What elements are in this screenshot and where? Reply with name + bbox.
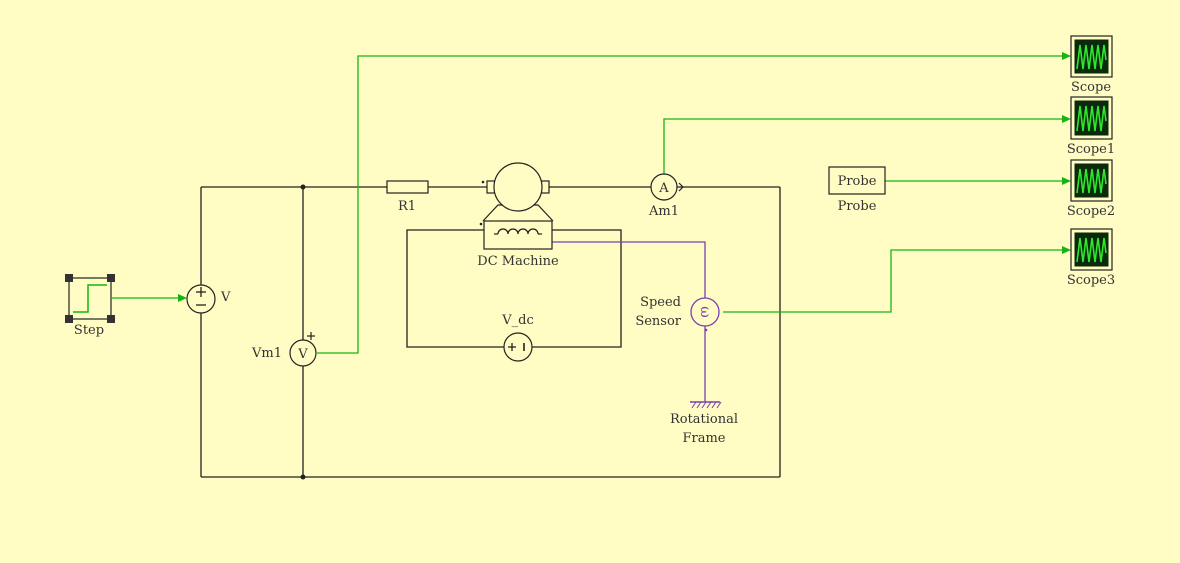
scope-wave-icon xyxy=(1076,237,1107,263)
scope2-block[interactable] xyxy=(1070,159,1113,202)
selection-handle[interactable] xyxy=(107,315,115,323)
polarity-dot xyxy=(481,180,485,184)
polarity-dot xyxy=(704,328,708,332)
selection-handle[interactable] xyxy=(65,315,73,323)
arrowhead xyxy=(1062,246,1071,254)
scope-wave-icon xyxy=(1076,44,1107,70)
controlled-voltage-source-label: V xyxy=(220,290,231,305)
speed-sensor-label-line2: Sensor xyxy=(635,314,681,329)
controlled-voltage-source[interactable] xyxy=(186,284,216,314)
ground-hatch xyxy=(706,401,712,409)
arrowhead xyxy=(178,294,187,302)
selection-handle[interactable] xyxy=(107,274,115,282)
ammeter-symbol: A xyxy=(658,181,669,196)
ground-hatch xyxy=(711,401,717,409)
signal-wires xyxy=(112,52,1071,354)
rotational-frame-label-line1: Rotational xyxy=(670,412,738,427)
scope-wave-icon xyxy=(1076,168,1107,194)
ammeter-label: Am1 xyxy=(648,204,679,219)
voltmeter[interactable]: V xyxy=(289,332,317,367)
dc-voltage-source-label: V_dc xyxy=(501,313,534,328)
junction-dot xyxy=(300,474,306,480)
resistor-label: R1 xyxy=(398,199,416,214)
scope3-label: Scope3 xyxy=(1067,273,1115,288)
ammeter[interactable]: A xyxy=(650,173,684,201)
rotational-wires xyxy=(552,241,706,402)
scope1-block[interactable] xyxy=(1070,96,1113,140)
scope-label: Scope xyxy=(1071,80,1111,95)
arrowhead xyxy=(1062,177,1071,185)
ammeter-body[interactable] xyxy=(650,173,678,201)
rotational-frame[interactable] xyxy=(690,401,722,409)
probe-label: Probe xyxy=(838,199,877,214)
dc-voltage-source-body[interactable] xyxy=(503,332,533,362)
scope2-label: Scope2 xyxy=(1067,204,1115,219)
step-body[interactable] xyxy=(68,277,112,320)
dc-machine[interactable] xyxy=(479,162,554,250)
polarity-dot xyxy=(479,222,483,226)
junction-dot xyxy=(300,184,306,190)
signal-vm1-scope[interactable] xyxy=(317,55,1064,354)
scope-block[interactable] xyxy=(1070,35,1113,78)
speed-sensor-label-line1: Speed xyxy=(640,295,681,310)
scope3-block[interactable] xyxy=(1070,228,1113,271)
ground-hatch xyxy=(691,401,697,409)
voltmeter-symbol: V xyxy=(297,347,308,362)
arrowhead xyxy=(1062,115,1071,123)
dc-voltage-source[interactable] xyxy=(503,332,533,362)
rotational-frame-label-line2: Frame xyxy=(682,431,725,446)
probe-block-text: Probe xyxy=(838,174,877,189)
ground-hatch xyxy=(701,401,707,409)
scope-wave-icon xyxy=(1076,105,1107,132)
arrowhead xyxy=(1062,52,1071,60)
omega-icon: ω xyxy=(697,306,713,317)
field-box xyxy=(483,220,553,250)
voltmeter-label: Vm1 xyxy=(251,346,282,361)
scope1-label: Scope1 xyxy=(1067,142,1115,157)
step-block[interactable] xyxy=(65,274,115,323)
speed-sensor-body[interactable] xyxy=(690,297,720,327)
resistor[interactable] xyxy=(386,180,429,194)
controlled-voltage-source-body[interactable] xyxy=(186,284,216,314)
current-arrow-icon xyxy=(678,182,684,192)
signal-sensor-scope3[interactable] xyxy=(723,249,1064,313)
armature-circle[interactable] xyxy=(493,162,543,212)
speed-sensor[interactable]: ω xyxy=(690,297,720,332)
field-coil xyxy=(497,228,539,235)
step-icon xyxy=(73,284,107,313)
selection-handle[interactable] xyxy=(65,274,73,282)
ground-hatch xyxy=(696,401,702,409)
ground-hatch xyxy=(716,401,722,409)
shaft-wire[interactable] xyxy=(552,241,706,298)
probe-block[interactable] xyxy=(828,166,886,195)
step-label: Step xyxy=(74,323,104,338)
dc-machine-label: DC Machine xyxy=(477,254,559,269)
voltmeter-body[interactable] xyxy=(289,339,317,367)
signal-am1-scope1[interactable] xyxy=(663,118,1064,174)
